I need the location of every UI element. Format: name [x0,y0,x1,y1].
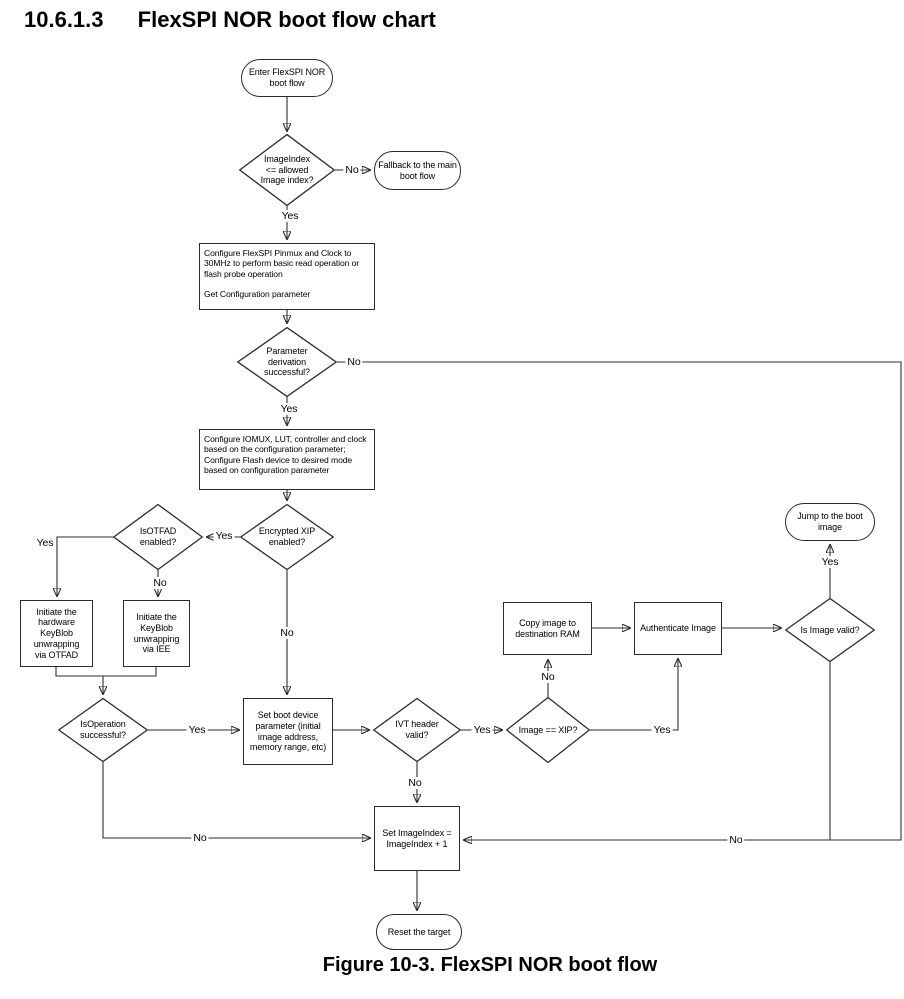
diamond-shape [240,504,334,570]
edge-label-oper-no: No [191,832,209,844]
terminator-fallback-main-boot: Fallback to the main boot flow [374,151,461,190]
diamond-shape [785,598,875,662]
section-title: FlexSPI NOR boot flow chart [137,7,436,32]
decision-parameter-derivation: Parameter derivation successful? [237,327,337,397]
diamond-shape [237,327,337,397]
edge-label-valid-yes: Yes [819,556,841,568]
decision-encrypted-xip: Encrypted XIP enabled? [240,504,334,570]
process-keyblob-unwrap-iee: Initiate the KeyBlob unwrapping via IEE [123,600,190,667]
section-number: 10.6.1.3 [24,7,104,32]
decision-is-image-valid: Is Image valid? [785,598,875,662]
edge-label-encxip-no: No [278,627,296,639]
edge-label-encxip-yes: Yes [213,530,235,542]
terminator-reset-the-target: Reset the target [376,914,462,950]
diamond-shape [373,698,461,762]
decision-imageindex-allowed: ImageIndex <= allowed Image index? [239,134,335,206]
edge-label-oper-yes: Yes [186,724,208,736]
process-configure-iomux-lut: Configure IOMUX, LUT, controller and clo… [199,429,375,490]
terminator-jump-to-boot-image: Jump to the boot image [785,503,875,541]
terminator-enter-flexspi-boot: Enter FlexSPI NOR boot flow [241,59,333,97]
process-authenticate-image: Authenticate Image [634,602,722,655]
decision-image-equals-xip: Image == XIP? [506,697,590,763]
figure-caption: Figure 10-3. FlexSPI NOR boot flow [322,954,658,976]
section-heading: 10.6.1.3 FlexSPI NOR boot flow chart [24,7,436,33]
diamond-shape [239,134,335,206]
diamond-shape [113,504,203,570]
edge-label-param-no: No [345,356,363,368]
edge-label-imageindex-no: No [343,164,361,176]
edge-label-xip-yes: Yes [651,724,673,736]
process-keyblob-unwrap-otfad: Initiate the hardware KeyBlob unwrapping… [20,600,93,667]
edge-label-ivt-no: No [406,777,424,789]
edge-label-valid-no: No [727,834,745,846]
edge-label-param-yes: Yes [278,403,300,415]
edge-label-xip-no: No [539,671,557,683]
decision-ivt-header-valid: IVT header valid? [373,698,461,762]
process-set-boot-device-parameter: Set boot device parameter (initial image… [243,698,333,765]
edge-label-otfad-no: No [151,577,169,589]
decision-isoperation-successful: IsOperation successful? [58,698,148,762]
edge-label-imageindex-yes: Yes [279,210,301,222]
process-configure-flexspi-pinmux: Configure FlexSPI Pinmux and Clock to 30… [199,243,375,310]
diamond-shape [506,697,590,763]
diamond-shape [58,698,148,762]
process-set-imageindex-increment: Set ImageIndex = ImageIndex + 1 [374,806,460,871]
process-copy-image-to-ram: Copy image to destination RAM [503,602,592,655]
decision-isotfad-enabled: IsOTFAD enabled? [113,504,203,570]
edge-label-ivt-yes: Yes [471,724,493,736]
edge-label-otfad-yes: Yes [34,537,56,549]
